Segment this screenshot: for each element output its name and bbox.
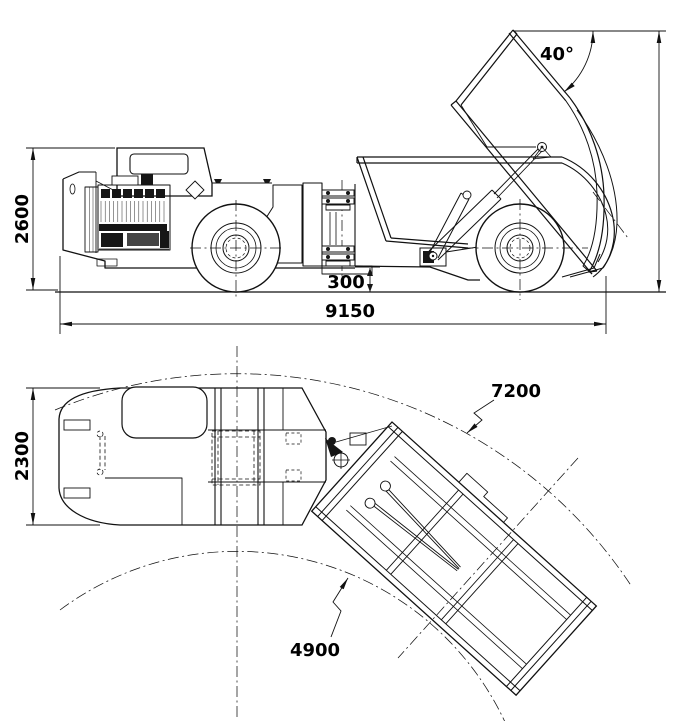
deck-clamps	[214, 179, 271, 183]
cylinder-rod	[493, 146, 544, 199]
grab-handle	[69, 183, 76, 195]
dim-inner-radius: 4900	[290, 577, 349, 661]
body-rear-wall-plan	[506, 596, 592, 691]
outer-clearance-arc	[54, 373, 633, 588]
plan-front-unit	[58, 386, 367, 526]
floor-stringers	[346, 456, 571, 669]
dim-overall-width: 2300	[12, 387, 100, 526]
plan-rear-body	[310, 421, 598, 697]
cab-window	[129, 153, 189, 175]
raised-top-rail	[508, 29, 571, 102]
turning-geometry	[54, 346, 633, 721]
inner-clearance-arc	[59, 551, 505, 721]
intake-filter	[185, 180, 205, 200]
hoist-cylinder-extended	[428, 142, 552, 261]
raised-floor	[450, 100, 598, 275]
front-frame	[62, 171, 355, 269]
dim-ground-clearance: 300	[327, 266, 380, 293]
overall-height-label: 2600	[12, 194, 33, 244]
outer-radius-label: 7200	[491, 381, 541, 402]
body-pin-2	[364, 497, 376, 509]
body-front-wall-plan	[317, 427, 403, 521]
frame-panel-lines	[214, 388, 265, 525]
hoist-cylinder-retracted	[429, 190, 472, 259]
rear-axle-cross	[462, 199, 588, 300]
spill-guard	[576, 109, 618, 278]
dim-overall-length: 9150	[59, 256, 607, 334]
body-side-step	[458, 472, 508, 523]
dim-outer-radius: 7200	[466, 381, 541, 434]
inner-radius-leader	[330, 577, 349, 638]
dim-dump-angle: 40°	[540, 30, 596, 93]
step-left-bottom	[63, 487, 91, 499]
hitch-links	[332, 425, 393, 469]
inner-radius-label: 4900	[290, 640, 340, 661]
side-view: 2600 9150 300 40°	[12, 29, 666, 334]
overall-length-label: 9150	[325, 301, 375, 322]
body-front-wall	[356, 156, 392, 242]
rocker-covers	[101, 189, 165, 198]
cylinder-mount-pin	[462, 190, 472, 200]
body-pin-1	[379, 480, 391, 492]
cab	[116, 147, 213, 197]
rear-axle-radial	[397, 457, 579, 659]
ground-clearance-label: 300	[327, 272, 365, 293]
front-step	[96, 258, 118, 267]
outer-radius-leader	[466, 399, 495, 434]
chute-v	[369, 485, 461, 572]
hinge-plates	[321, 189, 355, 267]
dump-body-raised	[450, 29, 629, 278]
side-rails	[315, 426, 593, 692]
hinge-bracket-top	[349, 432, 367, 446]
step-left-top	[63, 419, 91, 431]
dump-angle-label: 40°	[540, 44, 574, 65]
plan-view: 2300 7200 4900	[12, 346, 633, 721]
engine	[84, 174, 171, 253]
frame-rails	[208, 429, 326, 483]
dim-overall-height: 2600	[12, 147, 115, 291]
overall-width-label: 2300	[12, 431, 33, 481]
articulation-hinge	[321, 180, 373, 286]
raised-front-wall	[450, 29, 518, 106]
plan-cab	[121, 386, 208, 439]
oscillation-frame-hidden	[211, 430, 261, 486]
front-wheel	[190, 200, 283, 298]
front-axle-cross	[190, 200, 283, 298]
cylinder-fins	[100, 201, 165, 222]
rear-wheel	[462, 199, 588, 300]
air-cleaner	[111, 175, 139, 186]
